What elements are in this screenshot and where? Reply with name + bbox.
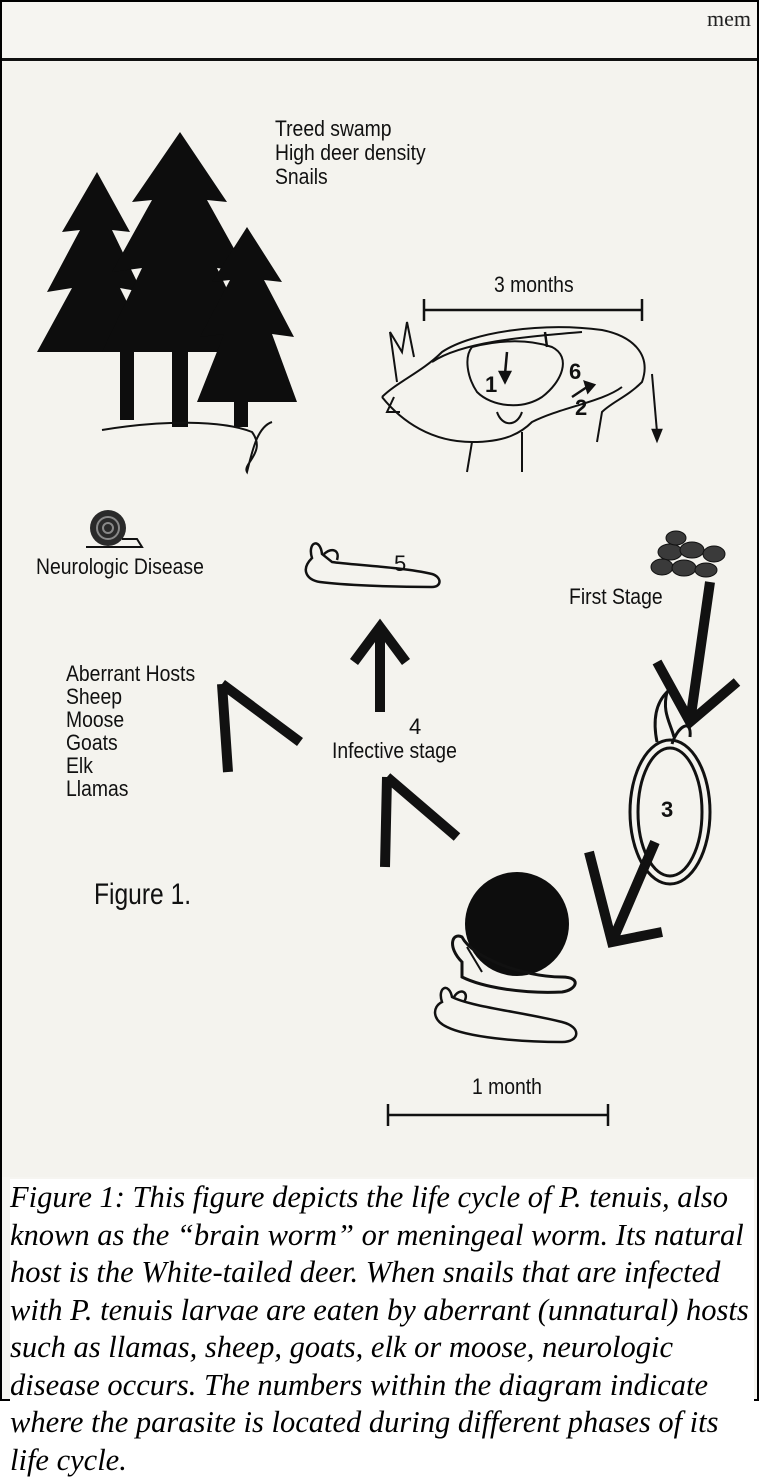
aberrant-host-llamas: Llamas bbox=[66, 777, 195, 800]
timeline-top-label: 3 months bbox=[494, 273, 574, 297]
fecal-pellets-icon bbox=[651, 531, 725, 577]
snail-small-icon bbox=[86, 510, 142, 547]
tree-group-icon bbox=[37, 132, 297, 427]
arrow-3-to-snail bbox=[589, 842, 662, 942]
environment-line-1: Treed swamp bbox=[275, 117, 426, 141]
infective-stage-label: Infective stage bbox=[332, 739, 457, 763]
figure-caption: Figure 1: This figure depicts the life c… bbox=[10, 1179, 754, 1479]
aberrant-host-elk: Elk bbox=[66, 754, 195, 777]
stage-5-label: 5 bbox=[394, 551, 406, 577]
aberrant-host-sheep: Sheep bbox=[66, 685, 195, 708]
first-stage-label: First Stage bbox=[569, 585, 663, 609]
ground-line bbox=[102, 422, 272, 472]
environment-labels: Treed swamp High deer density Snails bbox=[275, 117, 426, 189]
figure-frame: mem bbox=[0, 0, 759, 1401]
figure-label: Figure 1. bbox=[94, 878, 191, 912]
stage-3-label: 3 bbox=[661, 797, 673, 823]
deer-stage-1: 1 bbox=[485, 372, 497, 398]
aberrant-hosts-list: Aberrant Hosts Sheep Moose Goats Elk Lla… bbox=[66, 662, 195, 800]
snail-large-icon bbox=[453, 872, 576, 992]
neurologic-disease-label: Neurologic Disease bbox=[36, 555, 204, 579]
environment-line-2: High deer density bbox=[275, 141, 426, 165]
tree-trunk-center bbox=[172, 347, 188, 427]
deer-stage-6: 6 bbox=[569, 359, 581, 385]
larva-stage5-icon bbox=[306, 543, 440, 587]
deer-stage-2: 2 bbox=[575, 395, 587, 421]
deer-icon bbox=[382, 322, 657, 472]
larva-bottom-icon bbox=[435, 988, 576, 1042]
timeline-bottom-bar bbox=[388, 1104, 608, 1126]
environment-line-3: Snails bbox=[275, 165, 426, 189]
tree-trunk-right bbox=[234, 397, 248, 427]
aberrant-host-goats: Goats bbox=[66, 731, 195, 754]
arrow-firststage-to-3 bbox=[657, 582, 737, 722]
aberrant-hosts-title: Aberrant Hosts bbox=[66, 662, 195, 685]
arrow-snail-to-4 bbox=[385, 777, 457, 867]
timeline-top-bar bbox=[424, 299, 642, 321]
stage-4-label: 4 bbox=[409, 714, 421, 740]
timeline-bottom-label: 1 month bbox=[472, 1075, 542, 1099]
tree-trunk-left bbox=[120, 342, 134, 420]
arrow-4-to-5 bbox=[354, 627, 406, 712]
arrow-to-aberrant-hosts bbox=[222, 684, 300, 772]
aberrant-host-moose: Moose bbox=[66, 708, 195, 731]
